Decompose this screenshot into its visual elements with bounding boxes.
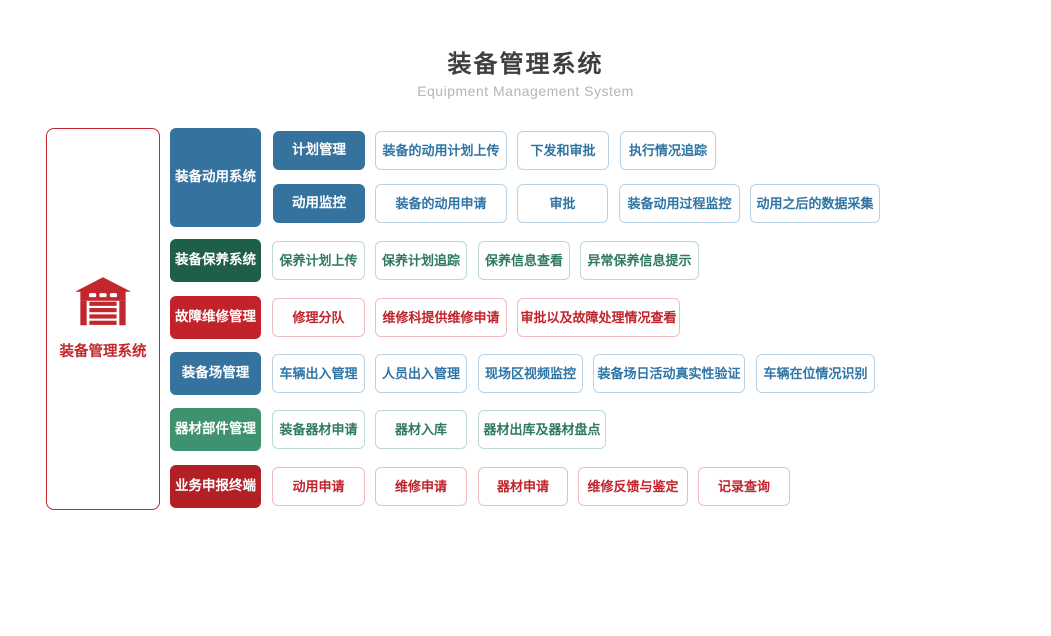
leaf-node: 装备的动用申请 xyxy=(375,184,507,223)
leaf-node: 修理分队 xyxy=(272,298,365,337)
page-title: 装备管理系统 xyxy=(447,51,604,78)
garage-icon xyxy=(74,277,132,326)
leaf-node: 人员出入管理 xyxy=(375,354,467,393)
leaf-node: 现场区视频监控 xyxy=(478,354,583,393)
page-subtitle: Equipment Management System xyxy=(417,83,634,99)
leaf-node: 维修申请 xyxy=(375,467,467,506)
subcategory-plan-management: 计划管理 xyxy=(273,131,365,170)
leaf-node: 审批 xyxy=(517,184,608,223)
leaf-node: 异常保养信息提示 xyxy=(580,241,699,280)
leaf-node: 装备器材申请 xyxy=(272,410,365,449)
category-equipment-maintenance-system: 装备保养系统 xyxy=(170,239,261,282)
leaf-node: 维修科提供维修申请 xyxy=(375,298,507,337)
leaf-node: 车辆出入管理 xyxy=(272,354,365,393)
leaf-node: 保养计划追踪 xyxy=(375,241,467,280)
leaf-node: 装备场日活动真实性验证 xyxy=(593,354,745,393)
leaf-node: 动用之后的数据采集 xyxy=(750,184,880,223)
root-node-label: 装备管理系统 xyxy=(59,344,147,360)
leaf-node: 下发和审批 xyxy=(517,131,609,170)
category-fault-repair-management: 故障维修管理 xyxy=(170,296,261,339)
leaf-node: 维修反馈与鉴定 xyxy=(578,467,688,506)
leaf-node: 动用申请 xyxy=(272,467,365,506)
leaf-node: 车辆在位情况识别 xyxy=(756,354,875,393)
category-materiel-parts-management: 器材部件管理 xyxy=(170,408,261,451)
leaf-node: 器材申请 xyxy=(478,467,568,506)
subcategory-mobilization-monitoring: 动用监控 xyxy=(273,184,365,223)
leaf-node: 保养计划上传 xyxy=(272,241,365,280)
category-business-declaration-terminal: 业务申报终端 xyxy=(170,465,261,508)
leaf-node: 器材入库 xyxy=(375,410,467,449)
leaf-node: 审批以及故障处理情况查看 xyxy=(517,298,680,337)
root-node: 装备管理系统 xyxy=(46,128,160,510)
category-equipment-yard-management: 装备场管理 xyxy=(170,352,261,395)
leaf-node: 保养信息查看 xyxy=(478,241,570,280)
leaf-node: 装备的动用计划上传 xyxy=(375,131,507,170)
leaf-node: 器材出库及器材盘点 xyxy=(478,410,606,449)
leaf-node: 装备动用过程监控 xyxy=(619,184,740,223)
leaf-node: 记录查询 xyxy=(698,467,790,506)
category-equipment-mobilization-system: 装备动用系统 xyxy=(170,128,261,227)
leaf-node: 执行情况追踪 xyxy=(620,131,716,170)
